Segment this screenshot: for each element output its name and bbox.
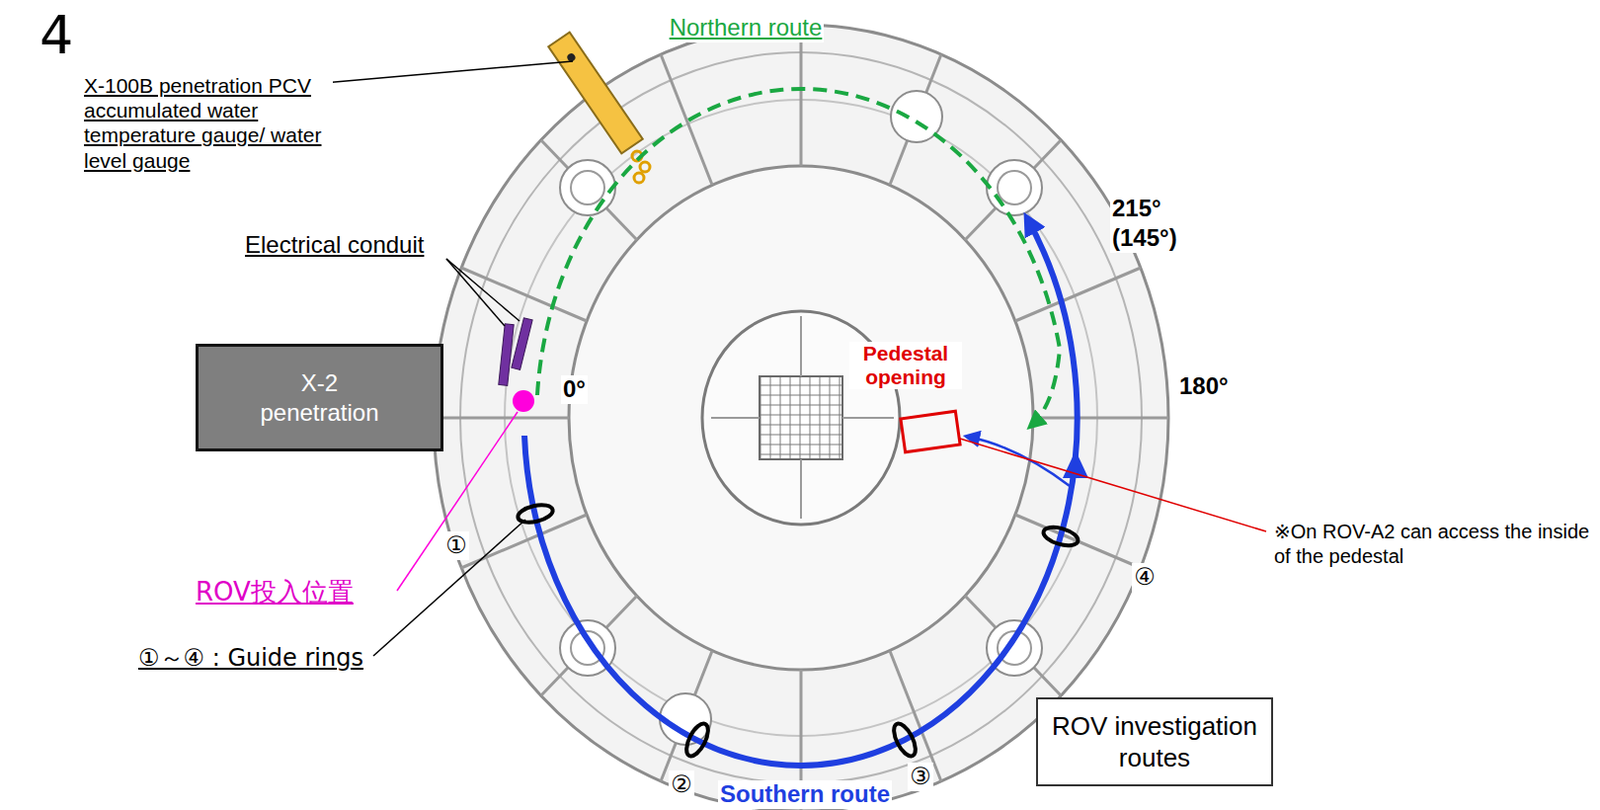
southern-route bbox=[524, 218, 1078, 766]
northern-route bbox=[537, 88, 1060, 426]
rov-insertion-point bbox=[512, 390, 535, 412]
crd-housing-grid bbox=[759, 376, 843, 460]
angle-label: 180° bbox=[1177, 372, 1231, 401]
penetration-box: X-2 penetration bbox=[195, 343, 444, 452]
vent-pipe bbox=[986, 160, 1042, 216]
part-label: Pedestal opening bbox=[849, 341, 962, 390]
route-name: Northern route bbox=[667, 13, 825, 43]
part-label: Electrical conduit bbox=[242, 231, 426, 260]
box-text: X-2 penetration bbox=[252, 368, 387, 428]
leader-line bbox=[446, 258, 505, 326]
radial-beams bbox=[433, 24, 1169, 810]
pedestal-opening bbox=[900, 410, 960, 452]
leader-line bbox=[960, 438, 1267, 532]
drywell-outline bbox=[433, 24, 1169, 810]
gauge-cable bbox=[640, 161, 650, 172]
route-name: Southern route bbox=[718, 780, 892, 809]
box-text: ROV investigation routes bbox=[1045, 710, 1264, 775]
gauge-cable bbox=[634, 172, 644, 183]
part-label: ROV投入位置 bbox=[193, 576, 356, 608]
note-text: ※On ROV-A2 can access the inside of the … bbox=[1272, 519, 1595, 569]
guide-ring bbox=[889, 720, 921, 759]
vent-pipe-inner bbox=[570, 170, 605, 205]
callout-number: ② bbox=[668, 770, 695, 800]
grating-ring bbox=[504, 99, 1098, 736]
callout-number: ① bbox=[443, 531, 470, 560]
callout-number: ④ bbox=[1131, 562, 1158, 592]
callout-number: ③ bbox=[907, 762, 934, 792]
page-number: 4 bbox=[37, 3, 76, 69]
electrical-conduit bbox=[511, 318, 533, 371]
guide-ring bbox=[1040, 523, 1080, 549]
angle-label: 0° bbox=[560, 375, 588, 404]
title-box: ROV investigation routes bbox=[1036, 697, 1274, 787]
pedestal-outer-wall bbox=[568, 165, 1034, 670]
leader-line bbox=[446, 258, 520, 321]
vent-pipe bbox=[560, 160, 616, 216]
x100b-pipe bbox=[548, 32, 642, 155]
leader-line bbox=[373, 519, 526, 656]
electrical-conduit bbox=[498, 323, 514, 387]
legend-note: ①～④ : Guide rings bbox=[136, 643, 366, 673]
part-label: X-100B penetration PCV accumulated water… bbox=[81, 73, 333, 173]
guide-ring bbox=[682, 720, 714, 759]
pedestal-access-route bbox=[967, 436, 1070, 486]
angle-label: 215° (145°) bbox=[1110, 193, 1205, 253]
vent-pipe-inner bbox=[997, 170, 1032, 205]
